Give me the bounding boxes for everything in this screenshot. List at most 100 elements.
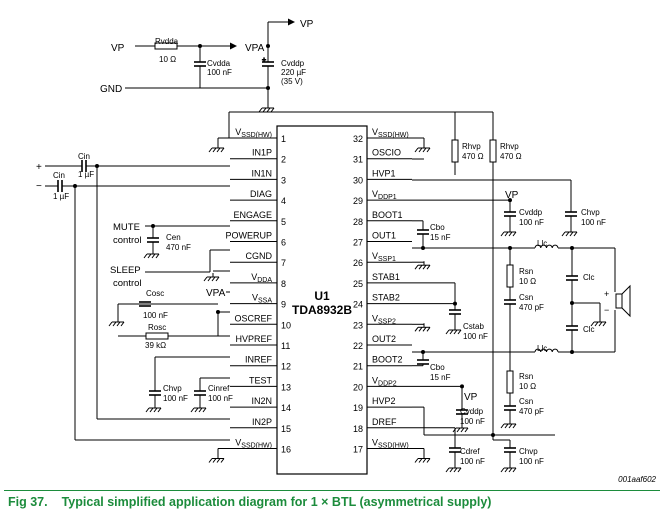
pin-number-26: 26 [353, 258, 363, 268]
cosc-value: 100 nF [143, 311, 168, 320]
rvdda-label: Rvdda [155, 37, 179, 46]
pin-name-18: DREF [372, 417, 397, 427]
rosc-resistor [145, 332, 169, 340]
cvddp-top-label: Cvddp [281, 59, 305, 68]
cvddp20-value: 100 nF [460, 417, 485, 426]
drawing-id: 001aaf602 [618, 475, 656, 484]
cin1-value: 1 µF [78, 170, 94, 179]
junction-dot [266, 44, 270, 48]
clc1-label: Clc [583, 273, 595, 282]
chvp-left-value: 100 nF [163, 394, 188, 403]
cin2-value: 1 µF [53, 192, 69, 201]
ground-symbol [500, 464, 517, 473]
junction-dot [73, 184, 77, 188]
chvp-right1-value: 100 nF [581, 218, 606, 227]
junction-dot [491, 433, 495, 437]
pin-number-31: 31 [353, 155, 363, 165]
ground-symbol [500, 228, 517, 237]
ground-symbol [414, 144, 431, 153]
cvddp-top-value: 220 µF [281, 68, 306, 77]
pin-number-30: 30 [353, 175, 363, 185]
ground-symbol [452, 424, 469, 433]
vp-pin20-label: VP [464, 392, 478, 403]
llc1-inductor [534, 244, 559, 249]
junction-dot [151, 224, 155, 228]
junction-dot [508, 246, 512, 250]
chip-part-number: TDA8932B [292, 303, 352, 317]
junction-dot [421, 350, 425, 354]
pin-number-20: 20 [353, 382, 363, 392]
cosc-label: Cosc [146, 289, 164, 298]
pin-number-23: 23 [353, 320, 363, 330]
rhvp2-label: Rhvp [500, 142, 519, 151]
junction-dot [570, 246, 574, 250]
pin-name-24: STAB2 [372, 293, 400, 303]
circuit-components: + [57, 18, 631, 473]
csn2-value: 470 pF [519, 407, 544, 416]
pin-name-14: IN2N [251, 396, 272, 406]
cdref-value: 100 nF [460, 457, 485, 466]
junction-dot [421, 246, 425, 250]
pin-name-11: HVPREF [235, 334, 272, 344]
pin-name-9: VSSA [252, 293, 272, 305]
csn1-label: Csn [519, 293, 533, 302]
ground-symbol [561, 228, 578, 237]
pin-name-3: IN1N [251, 168, 272, 178]
rsn2-label: Rsn [519, 372, 533, 381]
gnd-label: GND [100, 84, 122, 95]
pin-number-16: 16 [281, 445, 291, 455]
cen-label: Cen [166, 233, 181, 242]
rhvp2-value: 470 Ω [500, 152, 522, 161]
csn2-label: Csn [519, 397, 533, 406]
junction-dot [453, 301, 457, 306]
ground-symbol [258, 104, 275, 113]
junction-dot [95, 164, 99, 168]
chvp-left-label: Chvp [163, 384, 182, 393]
polarity-plus: + [262, 57, 266, 64]
junction-dot [198, 44, 202, 48]
ground-symbol [414, 261, 431, 270]
chvp-right2-value: 100 nF [519, 457, 544, 466]
pin-number-17: 17 [353, 445, 363, 455]
rvdda-resistor [154, 42, 178, 50]
cvddp29-value: 100 nF [519, 218, 544, 227]
pin-number-24: 24 [353, 300, 363, 310]
speaker-minus-label: − [604, 305, 609, 315]
pin-name-1: VSSD(HW) [235, 127, 272, 139]
llc1-label: Llc [537, 239, 547, 248]
cdref-label: Cdref [460, 447, 480, 456]
pin-number-1: 1 [281, 134, 286, 144]
input-plus-label: + [36, 162, 42, 173]
vp-top-label: VP [300, 19, 314, 30]
llc2-label: Llc [537, 344, 547, 353]
arrow-head [288, 18, 295, 26]
figure-caption-bar: Fig 37.Typical simplified application di… [4, 490, 660, 515]
ground-symbol [500, 420, 517, 429]
cin1-label: Cin [78, 152, 90, 161]
rhvp2-resistor [489, 139, 497, 163]
pin-number-7: 7 [281, 258, 286, 268]
clc2-label: Clc [583, 325, 595, 334]
junction-dot [570, 301, 574, 305]
pin-number-11: 11 [281, 341, 290, 351]
pin-number-10: 10 [281, 320, 291, 330]
figure-title: Typical simplified application diagram f… [61, 495, 492, 509]
sleep-control-label: control [113, 278, 142, 289]
ground-symbol [190, 404, 207, 413]
pin-name-13: TEST [249, 375, 273, 385]
ground-symbol [414, 454, 431, 463]
pin-number-3: 3 [281, 175, 286, 185]
vpa-out-label: VPA [245, 43, 265, 54]
sleep-label: SLEEP [110, 265, 141, 276]
junction-dot [216, 310, 220, 314]
pin-number-19: 19 [353, 403, 363, 413]
ground-symbol [445, 464, 462, 473]
vp-pin29-label: VP [505, 190, 519, 201]
pin-name-29: VDDP1 [372, 189, 397, 201]
pin-name-22: OUT2 [372, 334, 396, 344]
chip-designator: U1 [314, 289, 330, 303]
cin2-label: Cin [53, 171, 65, 180]
speaker-symbol [615, 293, 623, 309]
speaker-cone [621, 284, 631, 318]
rhvp1-value: 470 Ω [462, 152, 484, 161]
